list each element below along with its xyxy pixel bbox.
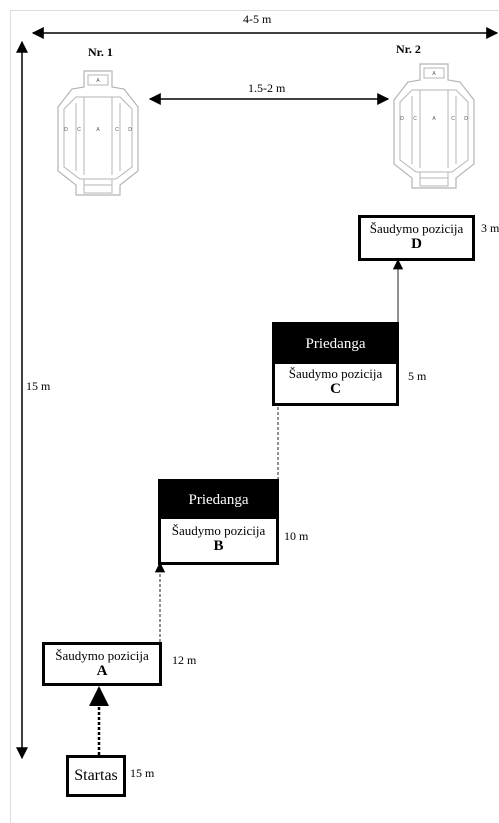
firing-position-b: Šaudymo pozicija B — [158, 519, 279, 565]
target-2-zone-left-outer: D — [400, 116, 404, 122]
target-2-zone-right-inner: C — [451, 116, 455, 122]
start-box: Startas — [66, 755, 126, 797]
start-distance: 15 m — [130, 766, 155, 780]
width-label: 4-5 m — [243, 12, 272, 26]
position-c-distance: 5 m — [408, 369, 427, 383]
position-c-letter: C — [330, 381, 341, 397]
position-b-distance: 10 m — [284, 529, 309, 543]
target-2-zone-top: A — [432, 71, 436, 77]
position-a-text: Šaudymo pozicija — [55, 648, 149, 663]
target-2-silhouette: A A D C C D — [393, 63, 475, 189]
position-d-letter: D — [411, 236, 422, 252]
target-1-zone-right-outer: D — [128, 127, 132, 133]
position-b-letter: B — [213, 538, 224, 554]
cover-c: Priedanga — [272, 322, 399, 366]
position-c-text: Šaudymo pozicija — [288, 366, 383, 381]
target-1-zone-left-outer: D — [64, 127, 68, 133]
position-b-text: Šaudymo pozicija — [171, 523, 266, 538]
target-2-zone-center: A — [432, 116, 436, 122]
target-1-zone-top: A — [96, 78, 100, 84]
firing-position-c: Šaudymo pozicija C — [272, 364, 399, 406]
target-1-silhouette: A A D C C D — [57, 70, 139, 196]
target-2-zone-left-inner: C — [413, 116, 417, 122]
target-spacing-label: 1.5-2 m — [248, 81, 286, 95]
firing-position-d: Šaudymo pozicija D — [358, 215, 475, 261]
target-2-title: Nr. 2 — [396, 42, 421, 56]
target-1-zone-center: A — [96, 127, 100, 133]
position-d-distance: 3 m — [481, 221, 499, 235]
target-1-zone-right-inner: C — [115, 127, 119, 133]
cover-b: Priedanga — [158, 479, 279, 521]
position-a-letter: A — [96, 663, 108, 679]
target-1-zone-left-inner: C — [77, 127, 81, 133]
position-a-distance: 12 m — [172, 653, 197, 667]
target-1-title: Nr. 1 — [88, 45, 113, 59]
diagram-frame — [10, 10, 499, 823]
length-label: 15 m — [26, 379, 51, 393]
position-d-text: Šaudymo pozicija — [369, 221, 464, 236]
firing-position-a: Šaudymo pozicija A — [42, 642, 162, 686]
target-2-zone-right-outer: D — [464, 116, 468, 122]
